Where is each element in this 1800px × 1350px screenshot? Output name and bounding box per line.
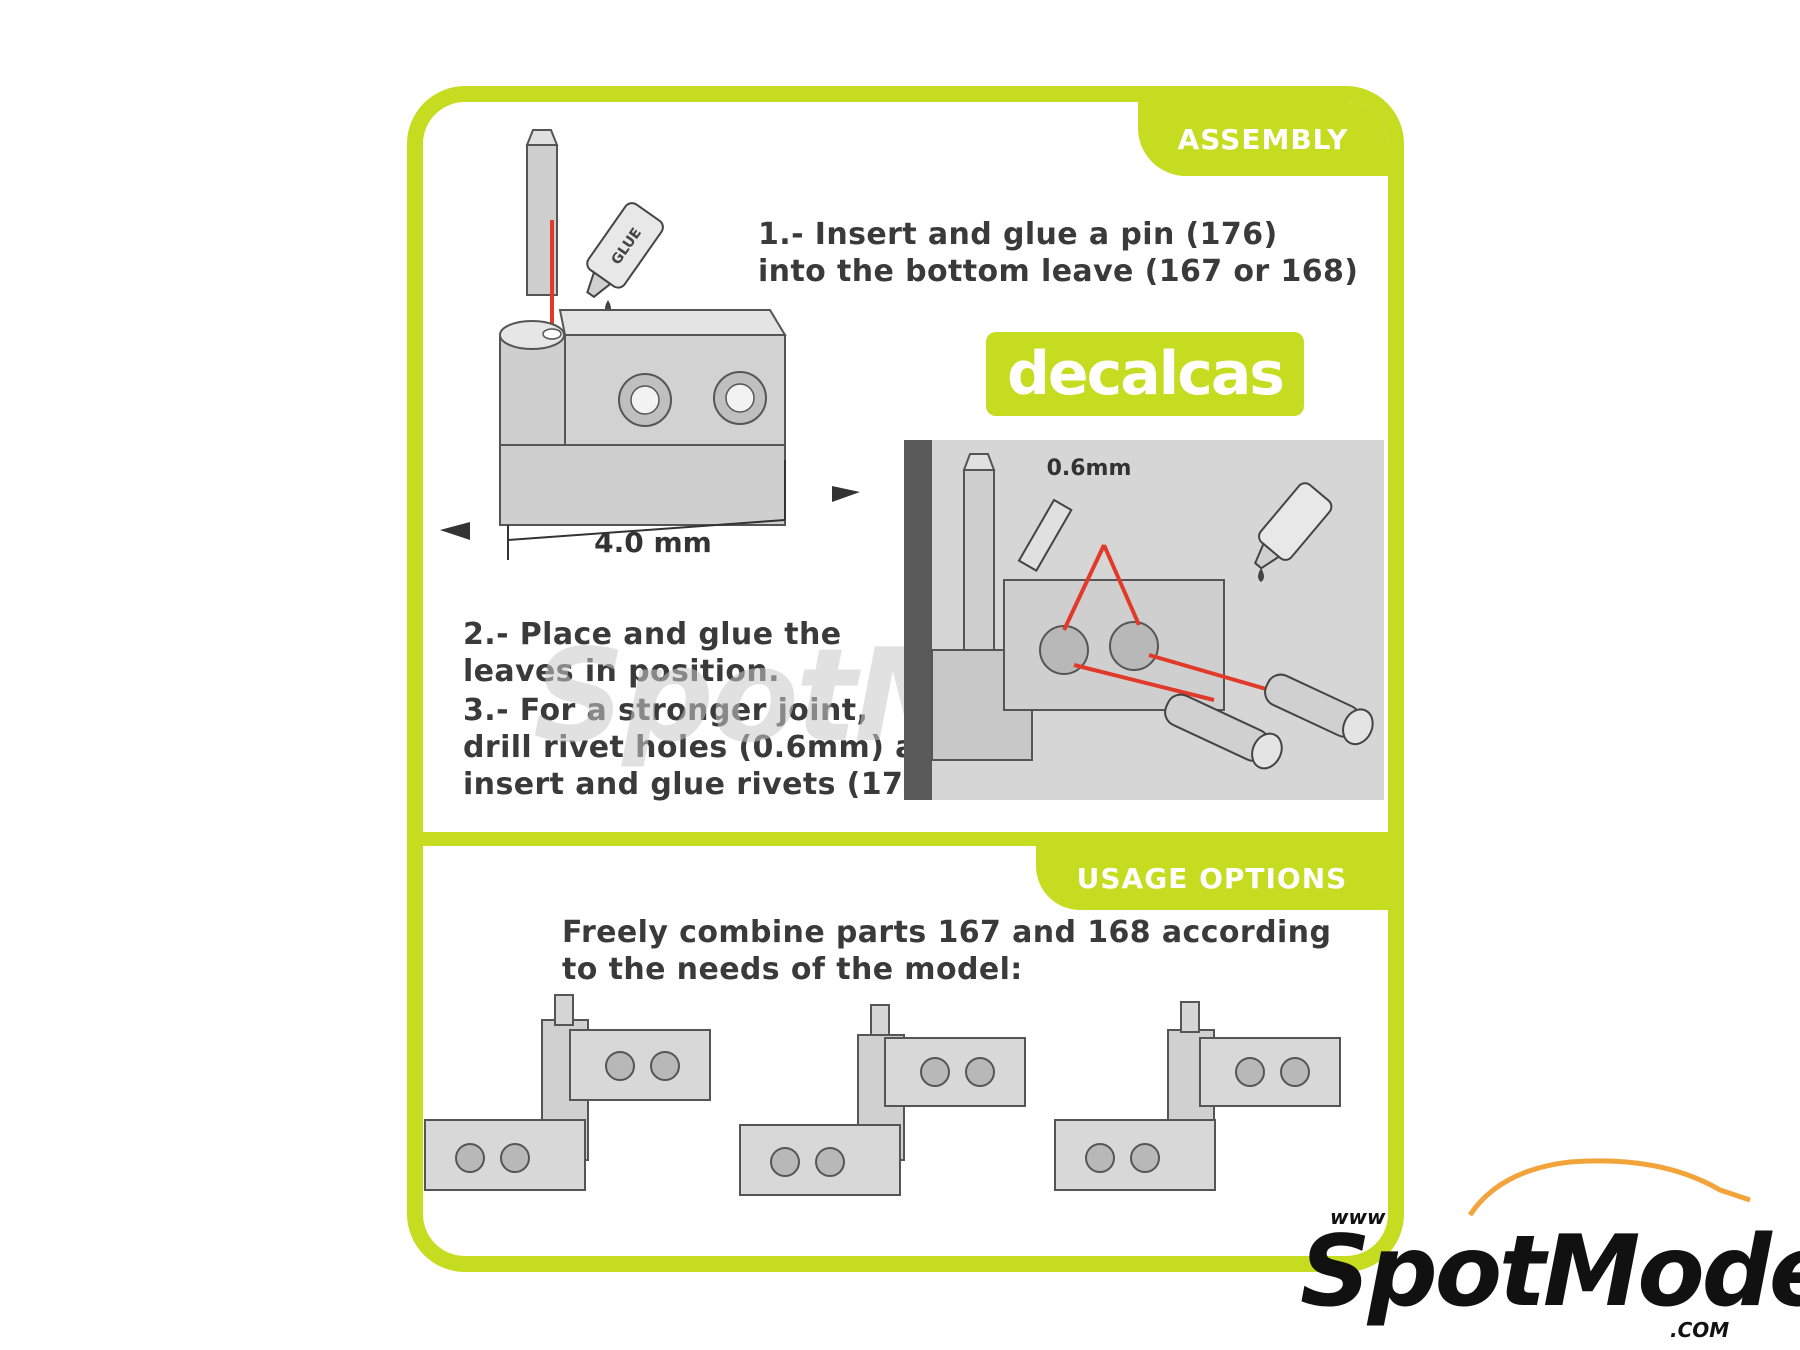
hinge-option-2 — [739, 1004, 1026, 1196]
step-2-text: 2.- Place and glue the leaves in positio… — [463, 617, 842, 689]
step-1-illustration: GLUE 4.0 mm — [440, 129, 860, 560]
assembly-tab-label: ASSEMBLY — [1138, 102, 1388, 176]
step-1-text: 1.- Insert and glue a pin (176) into the… — [758, 217, 1359, 289]
car-outline-icon — [1467, 1158, 1751, 1217]
step-3-text: 3.- For a stronger joint, drill rivet ho… — [463, 693, 960, 802]
hinge-option-1 — [424, 994, 711, 1191]
step-3-illustration: 0.6mm — [904, 440, 1384, 800]
spotmodel-watermark: SpotModel — [1300, 1215, 1800, 1329]
glue-bottle-icon-2 — [1253, 482, 1333, 570]
watermark-www: www — [1330, 1205, 1386, 1229]
glue-bottle-icon: GLUE — [586, 202, 664, 299]
drill-bit-icon — [1017, 498, 1073, 572]
svg-text:4.0 mm: 4.0 mm — [594, 526, 712, 559]
section-divider — [423, 832, 1388, 846]
usage-text: Freely combine parts 167 and 168 accordi… — [562, 915, 1332, 987]
svg-text:0.6mm: 0.6mm — [1047, 456, 1132, 481]
decalcas-logo: decalcas — [986, 332, 1304, 416]
hinge-option-3 — [1054, 1001, 1341, 1191]
watermark-com: .COM — [1670, 1318, 1730, 1342]
usage-options-tab-label: USAGE OPTIONS — [1036, 846, 1388, 910]
usage-hinges-illustration — [424, 994, 1341, 1196]
